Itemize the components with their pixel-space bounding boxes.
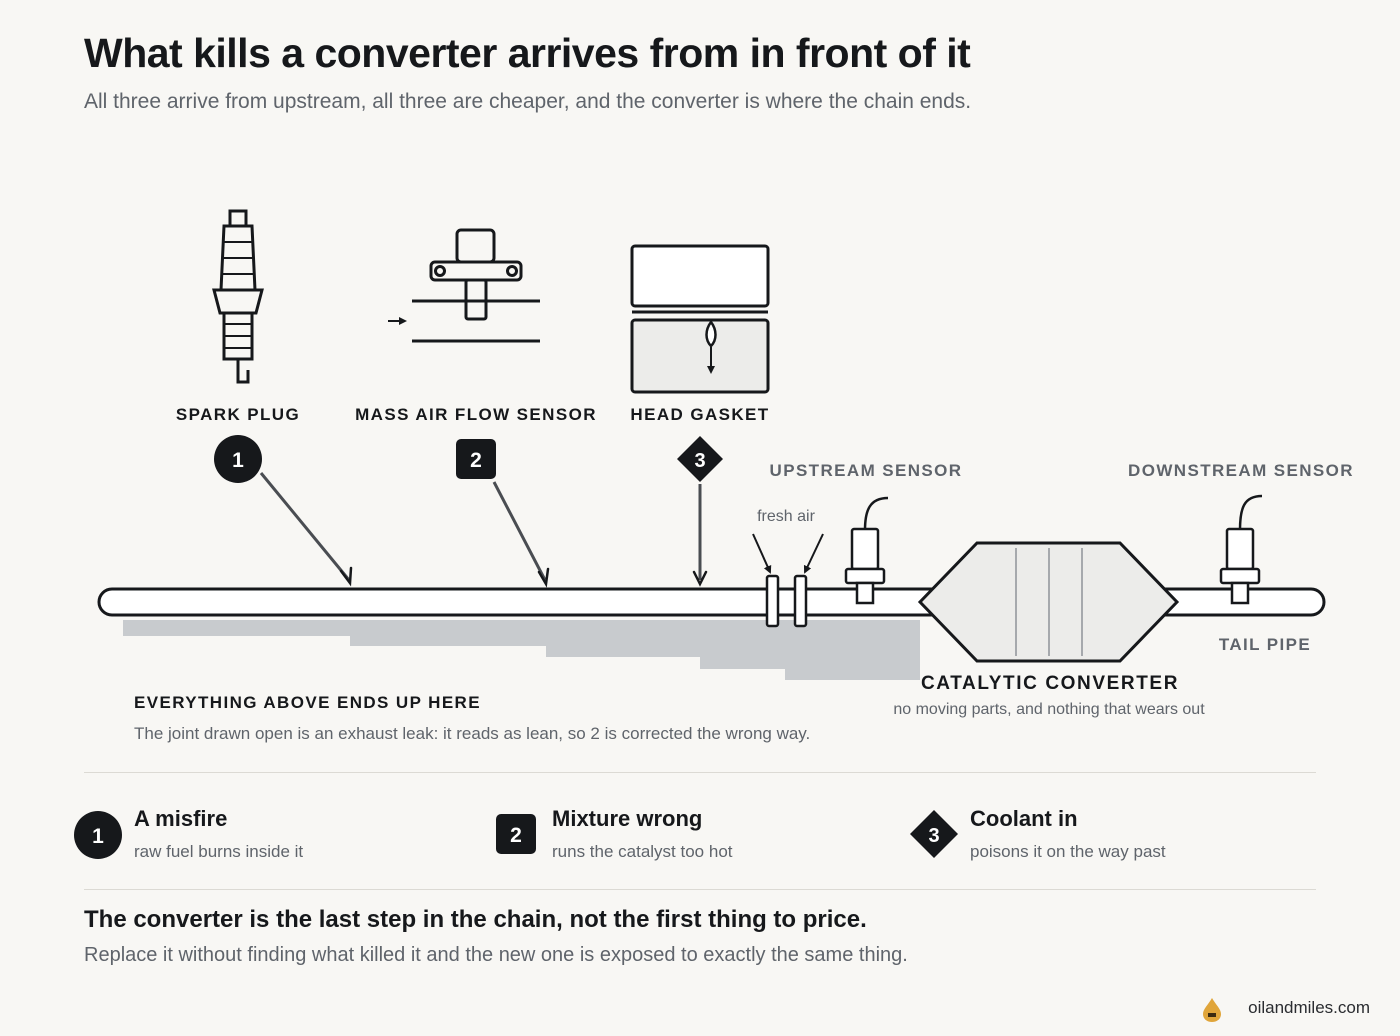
page-title: What kills a converter arrives from in f…	[84, 30, 971, 76]
marker-3-number: 3	[694, 450, 705, 472]
footer-desc: Replace it without finding what killed i…	[84, 944, 908, 966]
upstream-sensor-icon	[844, 496, 889, 605]
page-subtitle: All three arrive from upstream, all thre…	[84, 90, 972, 113]
exhaust-diagram: SPARK PLUG MASS AIR FLOW SENSOR HEAD GAS…	[97, 209, 1354, 743]
legend-title: Mixture wrong	[552, 806, 703, 831]
fresh-air-label: fresh air	[757, 508, 815, 525]
brand-link[interactable]: oilandmiles.com	[1248, 998, 1370, 1017]
legend-title: A misfire	[134, 806, 228, 831]
marker-2-number: 2	[470, 449, 482, 472]
accumulation-note: The joint drawn open is an exhaust leak:…	[134, 724, 810, 743]
oil-drop-icon	[1203, 998, 1221, 1022]
legend-badge-2: 2	[496, 814, 536, 854]
catalytic-converter-icon	[917, 541, 1180, 663]
downstream-sensor-label: DOWNSTREAM SENSOR	[1128, 461, 1354, 480]
fresh-air-arrows	[752, 533, 824, 574]
spark-plug-icon	[212, 209, 264, 384]
legend-title: Coolant in	[970, 806, 1078, 831]
marker-3: 3	[677, 436, 723, 482]
tail-pipe-label: TAIL PIPE	[1219, 635, 1311, 654]
footer-title: The converter is the last step in the ch…	[84, 906, 867, 933]
legend-badge-3: 3	[910, 810, 958, 858]
accumulation-title: EVERYTHING ABOVE ENDS UP HERE	[134, 693, 481, 712]
legend-badge-number: 3	[928, 825, 939, 847]
marker-1-number: 1	[232, 449, 244, 472]
divider-top	[84, 772, 1316, 773]
exhaust-leak-joint	[765, 574, 808, 628]
divider-bottom	[84, 889, 1316, 890]
arrow-2	[492, 481, 547, 581]
maf-sensor-icon	[388, 228, 540, 343]
legend-desc: poisons it on the way past	[970, 842, 1166, 861]
head-gasket-icon	[630, 244, 770, 394]
legend-desc: runs the catalyst too hot	[552, 842, 733, 861]
catalytic-converter-label: CATALYTIC CONVERTER	[921, 673, 1179, 694]
spark-plug-label: SPARK PLUG	[176, 405, 300, 424]
maf-sensor-label: MASS AIR FLOW SENSOR	[355, 405, 597, 424]
head-gasket-label: HEAD GASKET	[630, 405, 769, 424]
legend-badge-1: 1	[74, 811, 122, 859]
catalytic-converter-note: no moving parts, and nothing that wears …	[893, 701, 1205, 718]
downstream-sensor-icon	[1219, 494, 1263, 605]
legend-desc: raw fuel burns inside it	[134, 842, 304, 861]
marker-1: 1	[214, 435, 262, 483]
upstream-sensor-label: UPSTREAM SENSOR	[770, 461, 963, 480]
arrow-1	[259, 472, 351, 581]
marker-2: 2	[456, 439, 496, 479]
legend-badge-number: 2	[510, 824, 522, 847]
legend-badge-number: 1	[92, 825, 104, 848]
deposit-buildup	[123, 620, 920, 680]
